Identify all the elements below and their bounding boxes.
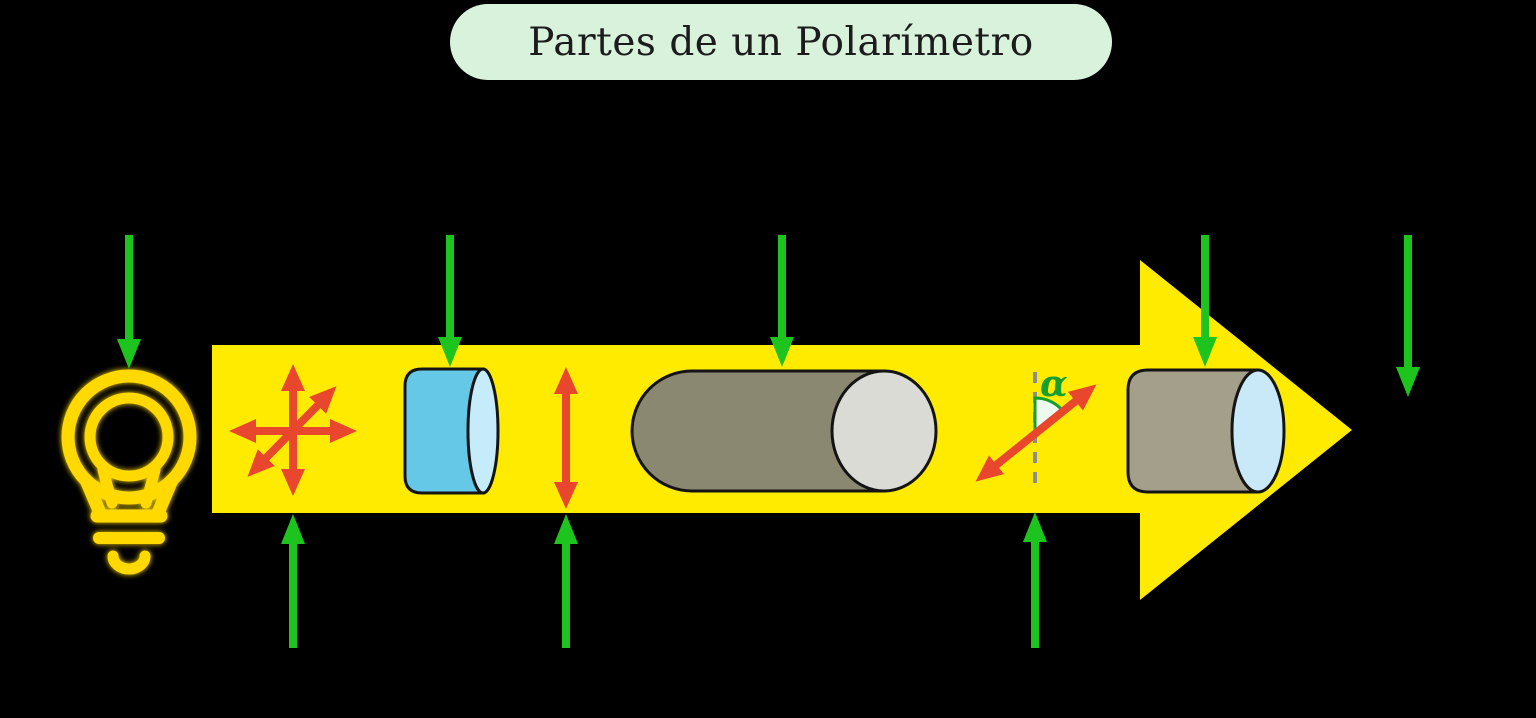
bulb-neck xyxy=(151,473,179,520)
sample-tube-body xyxy=(630,369,886,493)
analyzer-body xyxy=(1126,368,1260,494)
rotated-light-arrow xyxy=(975,384,1097,482)
unpolarized-light-icon xyxy=(229,364,357,496)
bulb-neck xyxy=(140,464,161,509)
unpolarized-arrow-diagonal xyxy=(247,386,337,477)
bulb-neck xyxy=(97,464,118,509)
polarizer-face xyxy=(466,367,500,495)
analyzer-face xyxy=(1230,368,1286,494)
analyzer-cylinder xyxy=(1126,368,1286,494)
bulb-base-cap xyxy=(107,550,151,575)
sample-tube-face xyxy=(830,369,938,493)
page-title: Partes de un Polarímetro xyxy=(528,19,1034,65)
polarizer-body xyxy=(403,367,485,495)
alpha-label: α xyxy=(1040,363,1068,405)
bulb-globe-outer xyxy=(61,369,197,505)
polarizer-cylinder xyxy=(403,367,500,495)
light-bulb-icon xyxy=(61,369,197,575)
bulb-globe-inner xyxy=(84,392,174,482)
title-pill: Partes de un Polarímetro xyxy=(450,4,1112,80)
rotated-light-icon: α xyxy=(975,363,1097,490)
sample-tube-cylinder xyxy=(630,369,938,493)
bulb-neck xyxy=(79,473,107,520)
